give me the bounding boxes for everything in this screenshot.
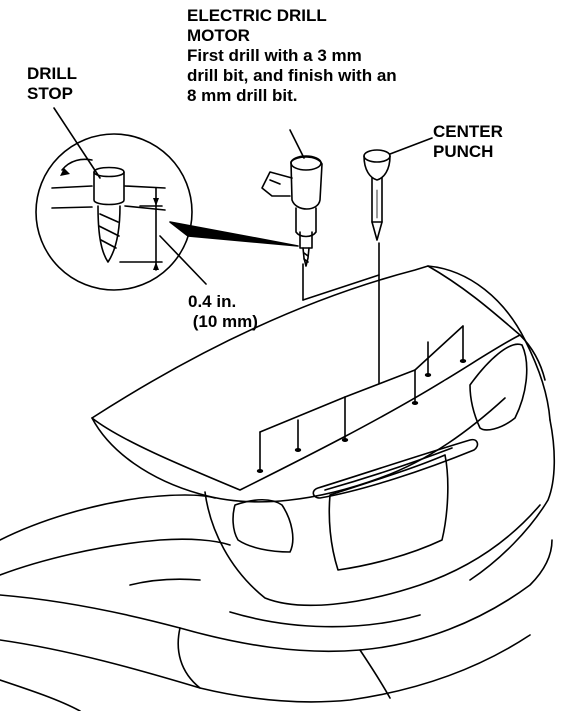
drill-point: [459, 359, 467, 363]
right-tail-light: [470, 344, 527, 430]
trunk-lid: [92, 266, 520, 490]
motor-instruction-line: 8 mm drill bit.: [187, 86, 298, 105]
trunk-garnish: [313, 440, 477, 498]
drill-depth-label-line: 0.4 in.: [188, 292, 237, 311]
center-punch-label: CENTER PUNCH: [433, 122, 503, 162]
motor-instruction-line: First drill with a 3 mm: [187, 46, 362, 65]
electric-drill-icon: [262, 156, 322, 266]
drill-stop-label-line: DRILL: [27, 64, 78, 83]
drill-stop-detail: [36, 134, 298, 290]
center-punch-icon: [364, 150, 390, 240]
drill-depth-label: 0.4 in. (10 mm): [188, 292, 258, 332]
drill-point: [294, 448, 302, 452]
drill-stop-label-line: STOP: [27, 84, 73, 103]
motor-instruction-line: drill bit, and finish with an: [187, 66, 397, 85]
drill-stop-label: DRILL STOP: [27, 64, 77, 104]
drill-stop-leader: [54, 108, 100, 178]
punch-leader: [390, 138, 432, 154]
license-plate-recess: [329, 455, 448, 570]
drill-point: [411, 401, 419, 405]
drill-point: [341, 438, 349, 442]
drill-depth-label-line: (10 mm): [188, 312, 258, 331]
detail-callout-wedge: [170, 222, 298, 246]
drill-point-markers: [256, 243, 467, 473]
motor-leader: [290, 130, 304, 158]
motor-title-line: MOTOR: [187, 26, 250, 45]
left-tail-light: [233, 500, 293, 552]
rear-bumper: [0, 540, 552, 651]
drill-point: [256, 469, 264, 473]
center-punch-label-line: CENTER: [433, 122, 503, 141]
electric-drill-motor-label: ELECTRIC DRILL MOTOR First drill with a …: [187, 6, 397, 106]
center-punch-label-line: PUNCH: [433, 142, 494, 161]
car-rear-body: [0, 266, 554, 711]
motor-title-line: ELECTRIC DRILL: [187, 6, 327, 25]
drill-point: [424, 373, 432, 377]
